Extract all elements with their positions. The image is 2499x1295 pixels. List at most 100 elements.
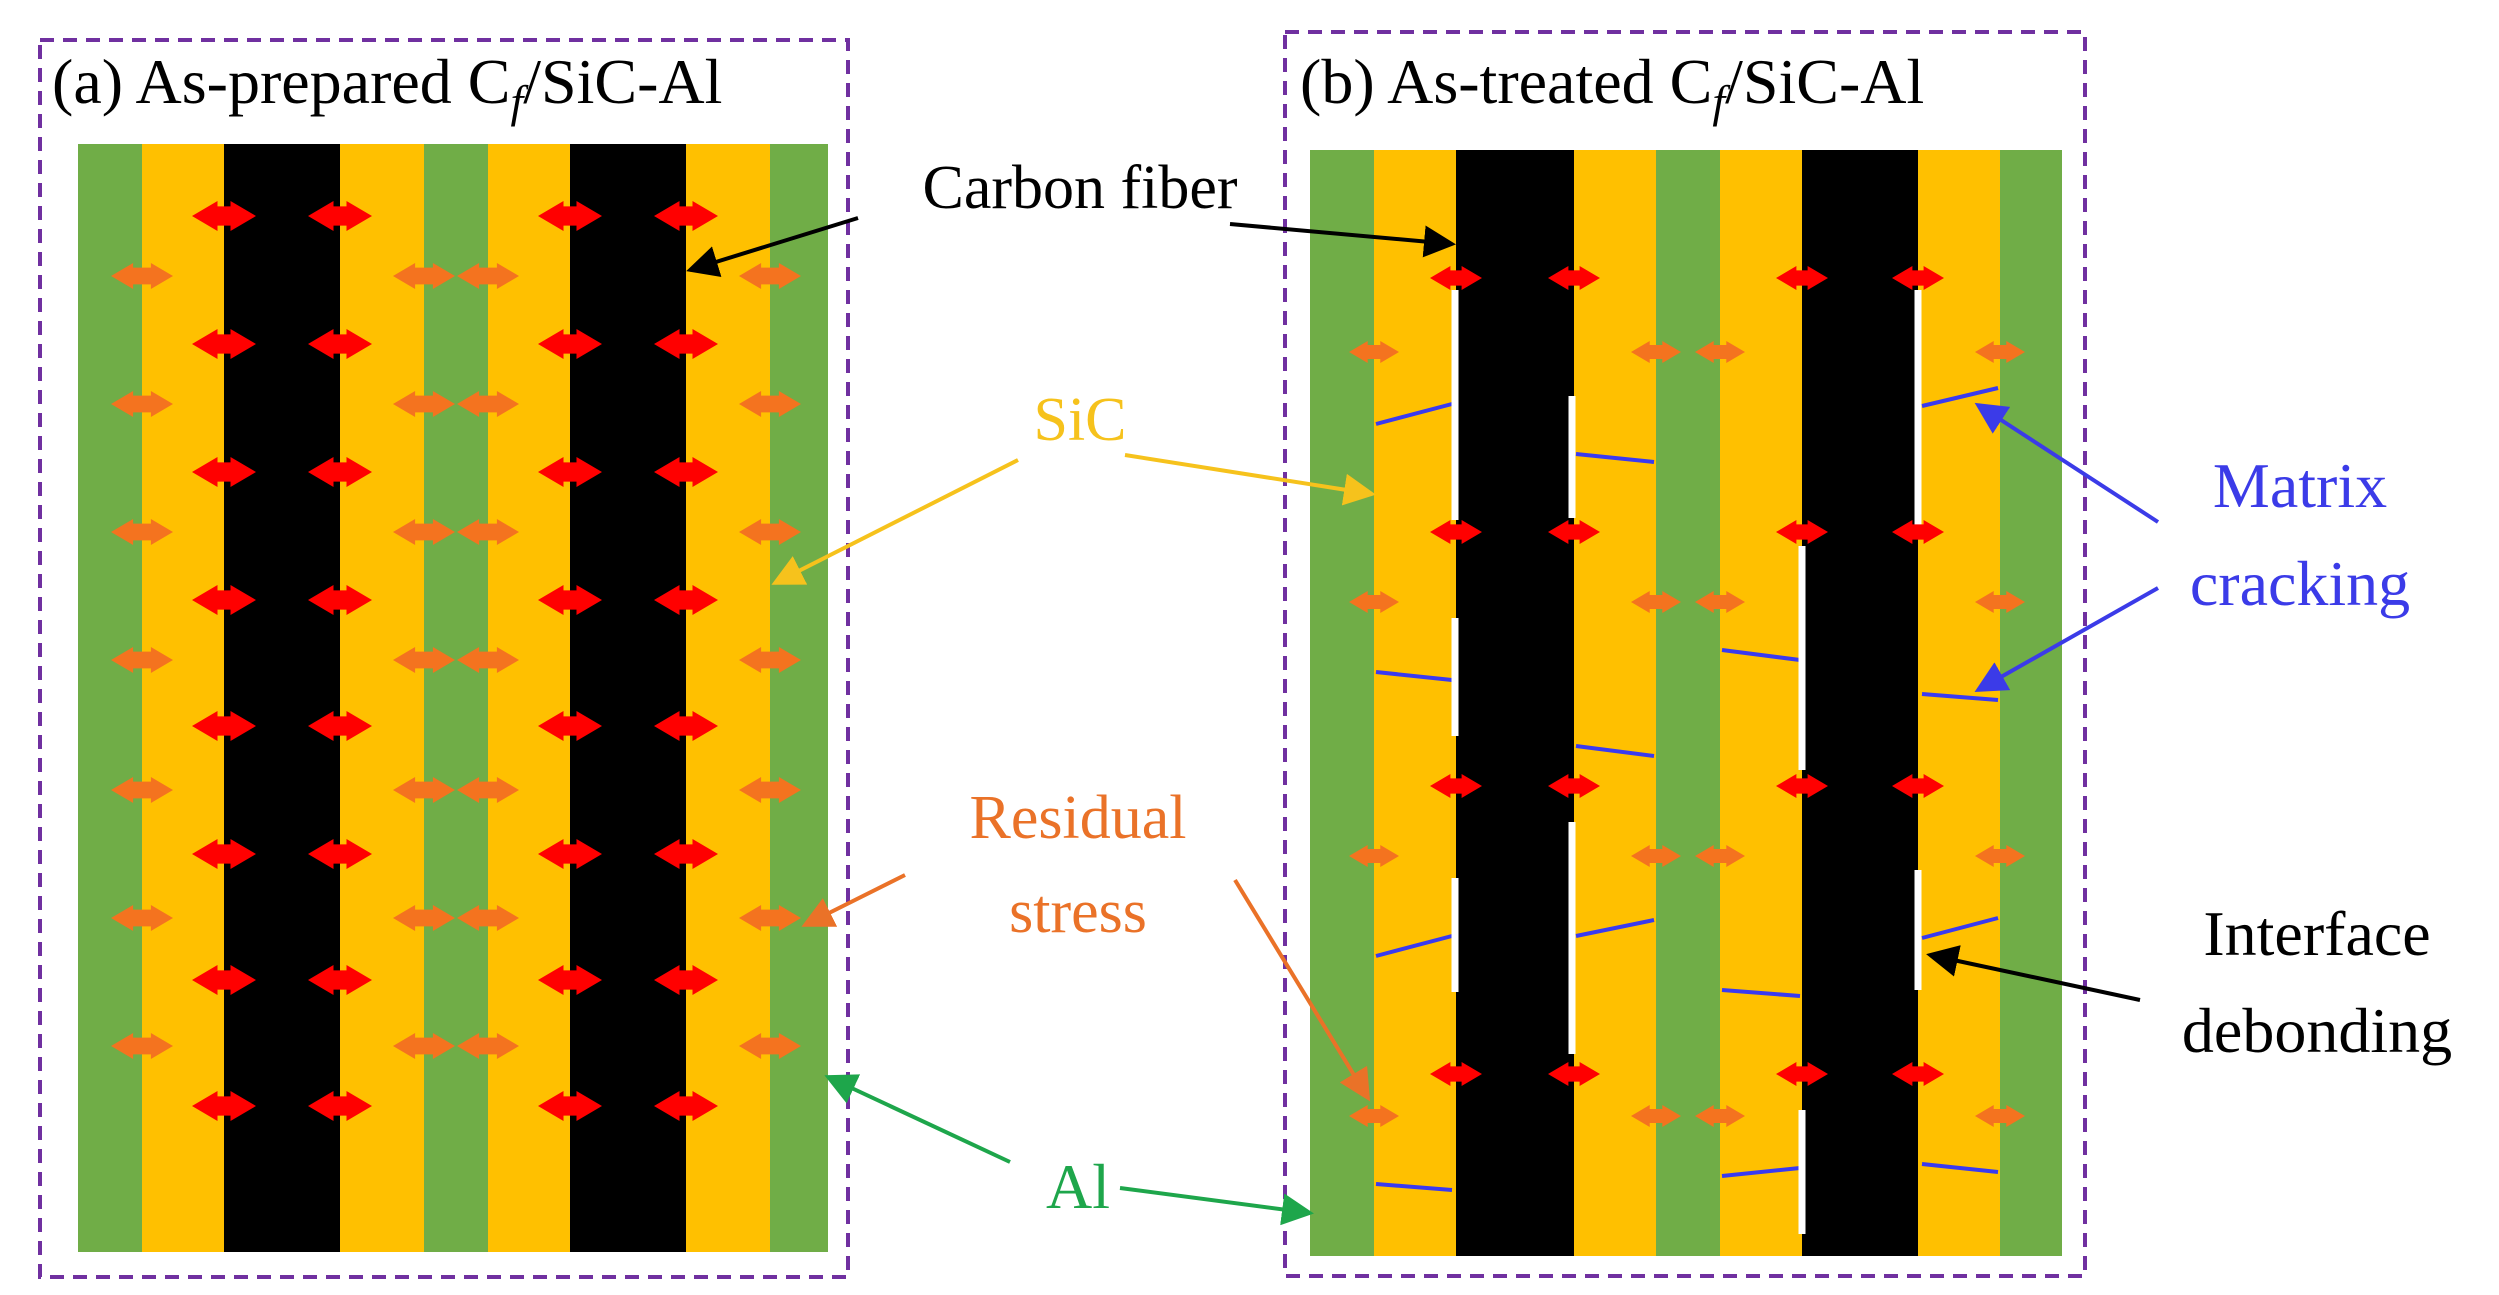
fiber-stress-arrow	[1548, 1062, 1600, 1086]
fiber-stress-arrow	[1776, 266, 1828, 290]
matrix-cracking-pointer-upper	[1974, 402, 2160, 524]
fiber-stress-arrow	[1430, 266, 1482, 290]
interface-debond-gap	[1451, 878, 1459, 992]
fiber-layer	[1802, 150, 1918, 1256]
sic-pointer-b	[1124, 453, 1376, 506]
fiber-stress-arrow	[1430, 520, 1482, 544]
fiber-stress-arrow	[1892, 774, 1944, 798]
fiber-stress-arrow	[538, 1091, 602, 1121]
matrix-stress-arrow	[393, 905, 455, 931]
matrix-stress-arrow	[1631, 341, 1681, 363]
fiber-stress-arrow	[538, 711, 602, 741]
matrix-stress-arrow	[457, 263, 519, 289]
callout-carbon-fiber: Carbon fiber	[686, 154, 1456, 278]
carbon-fiber-label: Carbon fiber	[922, 154, 1237, 222]
matrix-stress-arrow	[111, 647, 173, 673]
sic-label: SiC	[1033, 386, 1126, 454]
sic-layer	[1574, 150, 1656, 1256]
matrix-crack	[1921, 386, 1999, 408]
al-pointer-b	[1119, 1186, 1314, 1226]
fiber-stress-arrow	[1892, 1062, 1944, 1086]
sic-layer	[1720, 150, 1802, 1256]
matrix-stress-arrow	[739, 391, 801, 417]
fiber-stress-arrow	[654, 965, 718, 995]
sic-layer	[1918, 150, 2000, 1256]
panel-a-stress-arrows	[111, 201, 801, 1121]
fiber-stress-arrow	[654, 201, 718, 231]
fiber-layer	[570, 144, 686, 1252]
al-layer	[2000, 150, 2062, 1256]
matrix-stress-arrow	[1975, 1105, 2025, 1127]
interface-debond-gap	[1798, 546, 1806, 770]
matrix-stress-arrow	[457, 777, 519, 803]
carbon-fiber-pointer-b	[1229, 222, 1456, 258]
matrix-crack	[1575, 452, 1655, 464]
matrix-stress-arrow	[111, 905, 173, 931]
matrix-stress-arrow	[457, 905, 519, 931]
matrix-stress-arrow	[1349, 845, 1399, 867]
matrix-cracking-label-line2: cracking	[2190, 548, 2410, 619]
residual-stress-pointer-b	[1233, 878, 1371, 1102]
fiber-stress-arrow	[308, 457, 372, 487]
matrix-stress-arrow	[457, 647, 519, 673]
matrix-crack	[1575, 918, 1655, 938]
matrix-crack	[1721, 988, 1801, 998]
interface-debond-gap	[1914, 290, 1922, 526]
matrix-crack	[1575, 744, 1655, 758]
matrix-stress-arrow	[457, 519, 519, 545]
sic-layer	[488, 144, 570, 1252]
sic-layer	[1374, 150, 1456, 1256]
fiber-stress-arrow	[308, 585, 372, 615]
fiber-stress-arrow	[1548, 266, 1600, 290]
matrix-stress-arrow	[739, 905, 801, 931]
residual-stress-label-line2: stress	[1009, 878, 1147, 946]
interface-debond-gap	[1914, 870, 1922, 990]
matrix-stress-arrow	[393, 263, 455, 289]
panel-b-layers	[1310, 150, 2062, 1256]
matrix-stress-arrow	[1695, 1105, 1745, 1127]
panel-b: (b) As-treated Cf/SiC-Al	[1283, 30, 2087, 1278]
matrix-stress-arrow	[1975, 341, 2025, 363]
interface-debond-gap	[1798, 1110, 1806, 1234]
matrix-stress-arrow	[393, 519, 455, 545]
matrix-stress-arrow	[1349, 341, 1399, 363]
matrix-stress-arrow	[457, 1033, 519, 1059]
carbon-fiber-pointer-a	[686, 216, 859, 278]
fiber-stress-arrow	[654, 1091, 718, 1121]
fiber-stress-arrow	[192, 457, 256, 487]
matrix-crack	[1721, 648, 1801, 662]
matrix-stress-arrow	[111, 777, 173, 803]
matrix-crack	[1375, 670, 1453, 682]
panel-a-frame	[38, 38, 850, 1279]
matrix-stress-arrow	[1349, 591, 1399, 613]
matrix-stress-arrow	[739, 1033, 801, 1059]
fiber-stress-arrow	[538, 457, 602, 487]
fiber-stress-arrow	[308, 329, 372, 359]
fiber-stress-arrow	[1548, 774, 1600, 798]
matrix-crack	[1921, 916, 1999, 940]
fiber-stress-arrow	[1430, 774, 1482, 798]
matrix-stress-arrow	[111, 391, 173, 417]
panel-b-frame	[1283, 30, 2087, 1278]
callout-matrix-cracking: Matrix cracking	[1974, 402, 2410, 692]
sic-layer	[686, 144, 770, 1252]
matrix-stress-arrow	[111, 1033, 173, 1059]
fiber-stress-arrow	[654, 839, 718, 869]
callout-sic: SiC	[771, 386, 1376, 585]
matrix-crack	[1375, 1182, 1453, 1192]
fiber-stress-arrow	[654, 457, 718, 487]
matrix-stress-arrow	[1695, 845, 1745, 867]
fiber-stress-arrow	[654, 329, 718, 359]
matrix-stress-arrow	[1349, 1105, 1399, 1127]
matrix-stress-arrow	[111, 263, 173, 289]
matrix-stress-arrow	[393, 777, 455, 803]
interface-debonding-pointer	[1926, 945, 2141, 1002]
fiber-stress-arrow	[1776, 774, 1828, 798]
panel-a-title: (a) As-prepared Cf/SiC-Al	[52, 46, 722, 127]
fiber-stress-arrow	[192, 329, 256, 359]
fiber-stress-arrow	[538, 965, 602, 995]
interface-debond-gap	[1451, 290, 1459, 520]
residual-stress-pointer-a	[801, 873, 906, 927]
interface-debond-gap	[1451, 618, 1459, 736]
